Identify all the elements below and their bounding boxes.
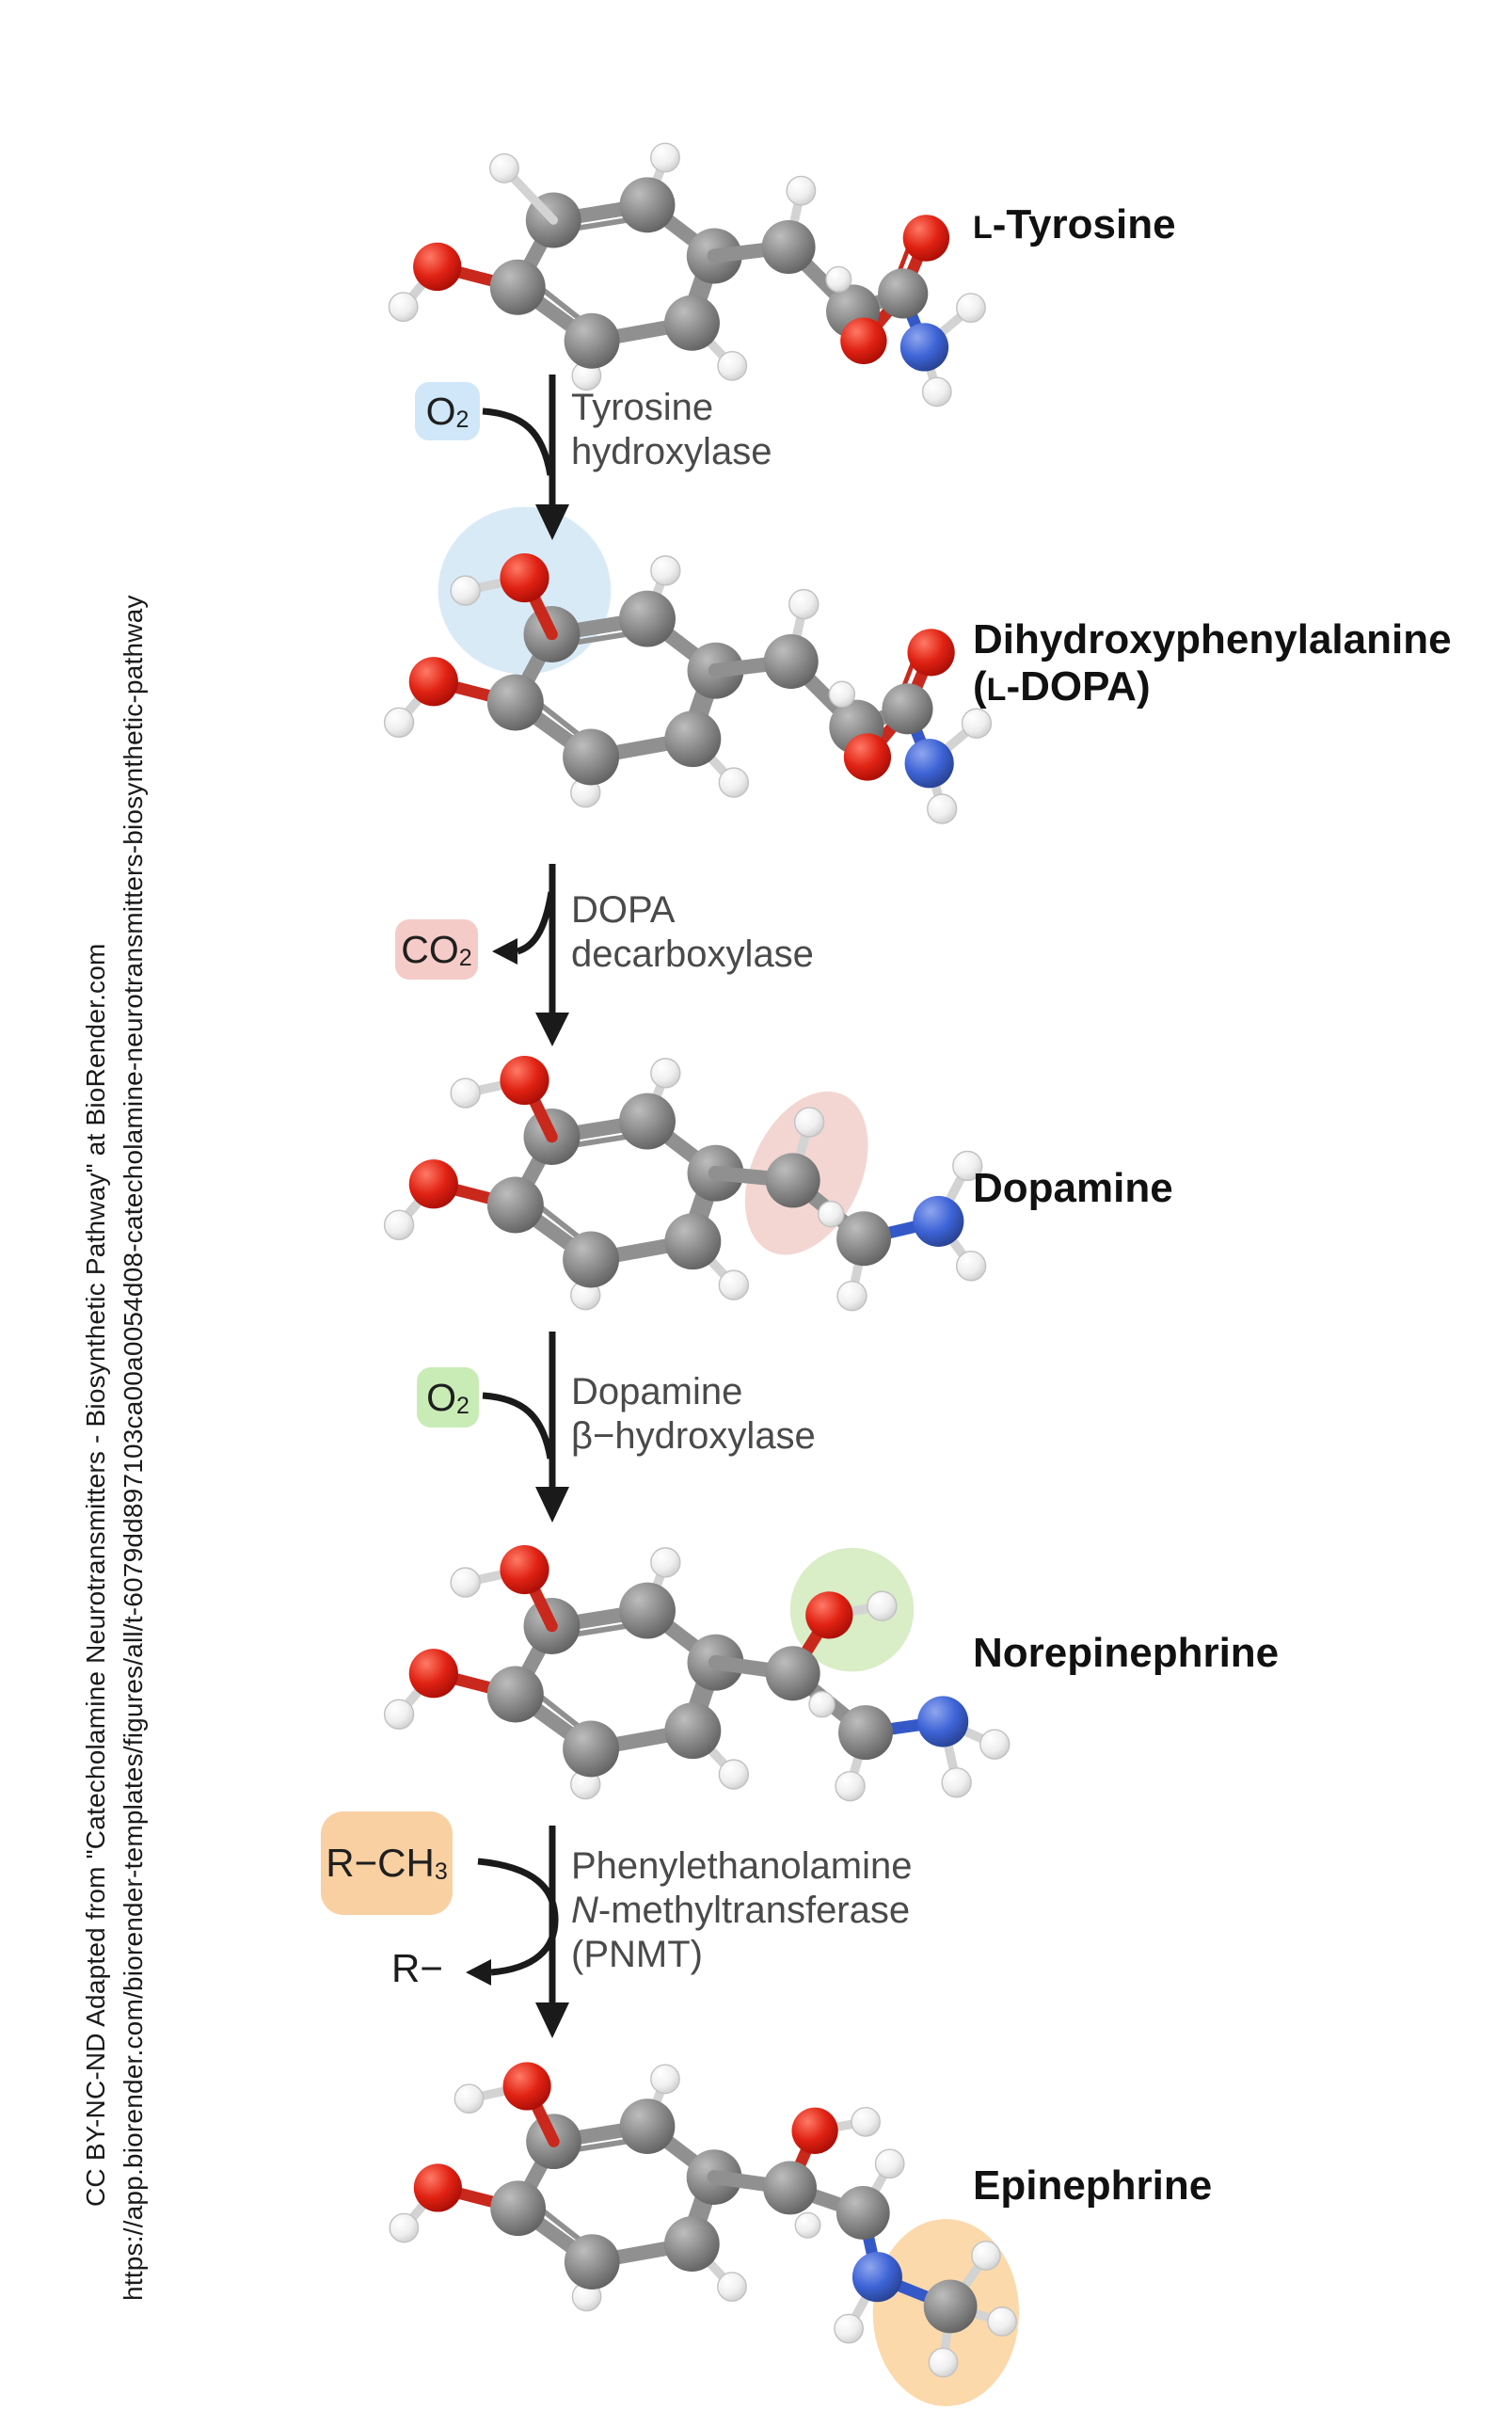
o2-text: O [425,389,456,433]
enzyme-line: Dopamine [571,1371,743,1412]
rch3-subscript: 3 [434,1858,448,1885]
enzyme-italic-n: N [571,1890,598,1931]
o2-text: O [426,1375,456,1419]
dopamine-molecule [346,1028,987,1300]
reaction-arrow-4 [466,1826,569,2038]
rch3-text: R−CH [326,1841,435,1885]
reaction-arrow-1 [482,375,569,540]
cofactor-in-curve-1 [482,407,554,476]
enzyme-tyrosine-hydroxylase: Tyrosine hydroxylase [571,386,772,474]
norepinephrine-molecule [346,1517,1011,1790]
enzyme-line: DOPA [571,889,676,931]
l-tyrosine-label: L-Tyrosine [973,201,1176,251]
l-dopa-sc: L [986,672,1007,708]
enzyme-dopamine-beta-hydroxylase: Dopamine β−hydroxylase [571,1370,816,1459]
l-dopa-paren: ( [973,663,987,710]
enzyme-pnmt: Phenylethanolamine N-methyltransferase (… [571,1844,912,1977]
enzyme-line: N-methyltransferase [571,1889,912,1933]
ethylamine-side-chain [708,1107,987,1312]
enzyme-dopa-decarboxylase: DOPA decarboxylase [571,888,814,977]
reaction-arrow-3 [482,1332,569,1523]
co2-text: CO [401,927,459,971]
l-dopa-molecule [346,506,948,798]
norepinephrine-label: Norepinephrine [973,1630,1280,1676]
l-dopa-label-line2: (L-DOPA) [973,663,1452,713]
enzyme-line: β−hydroxylase [571,1415,816,1457]
l-dopa-rest: -DOPA) [1006,663,1151,710]
l-tyrosine-molecule [346,113,948,381]
dopamine-label: Dopamine [973,1165,1173,1211]
byproduct-arrowhead-4 [466,1959,491,1986]
byproduct-arrowhead-2 [492,938,517,965]
enzyme-line: hydroxylase [571,431,772,472]
enzyme-line: Phenylethanolamine [571,1845,913,1887]
l-tyrosine-label-text: -Tyrosine [992,201,1176,247]
co2-subscript: 2 [458,944,472,971]
l-dopa-label: Dihydroxyphenylalanine (L-DOPA) [973,616,1452,713]
enzyme-line: decarboxylase [571,933,814,975]
o2-subscript: 2 [456,1392,470,1419]
byproduct-out-curve-2 [516,891,555,955]
l-tyrosine-label-sc: L [973,210,993,246]
l-dopa-label-line1: Dihydroxyphenylalanine [973,616,1452,662]
reaction-arrow-2 [492,864,569,1046]
n-methyl-ethanolamine-chain [707,2106,1017,2378]
beta-hydroxy-ethylamine-chain [708,1590,1011,1802]
methyl-transfer-curve-4 [477,1858,559,1976]
o2-subscript: 2 [455,406,470,433]
epinephrine-label: Epinephrine [973,2162,1213,2209]
enzyme-line-rest: -methyltransferase [597,1890,911,1931]
r-byproduct-text: R− [391,1946,443,1990]
cofactor-in-curve-3 [482,1392,554,1460]
epinephrine-molecule [346,2034,1020,2407]
enzyme-line: (PNMT) [571,1934,703,1975]
enzyme-line: Tyrosine [571,387,714,428]
